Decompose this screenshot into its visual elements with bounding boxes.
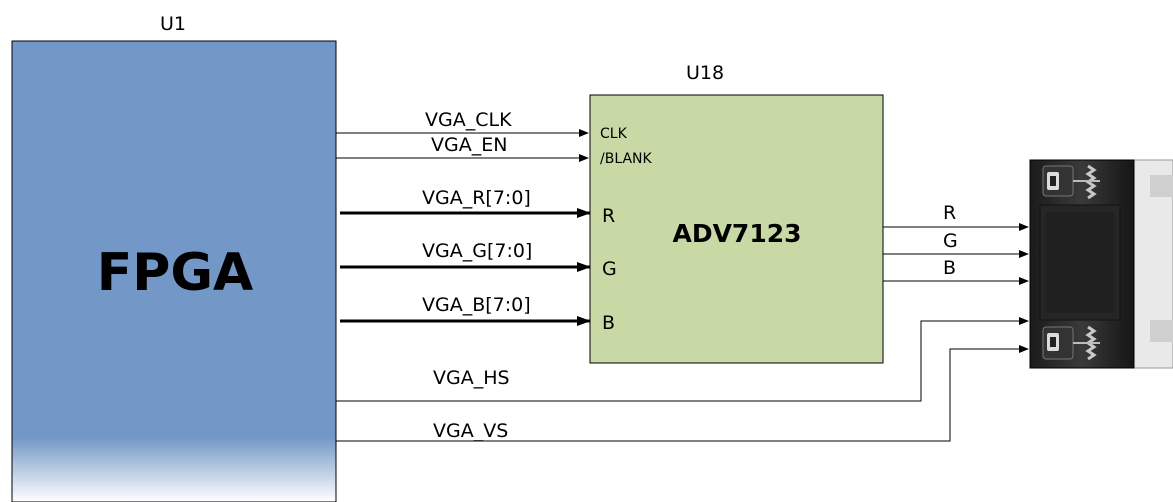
- output-r-label: R: [943, 202, 956, 224]
- signal-r-label: VGA_R[7:0]: [422, 187, 531, 209]
- output-g-label: G: [943, 230, 958, 252]
- output-b-label: B: [943, 257, 956, 279]
- bottom-screw-icon: [1043, 327, 1100, 359]
- dac-ref-label: U18: [686, 62, 724, 84]
- dac-name: ADV7123: [672, 219, 801, 248]
- output-r: R: [883, 202, 1028, 227]
- signal-r: VGA_R[7:0]: [340, 187, 590, 213]
- signal-en: VGA_EN: [336, 134, 588, 158]
- signal-b: VGA_B[7:0]: [340, 294, 590, 321]
- signal-g-label: VGA_G[7:0]: [422, 240, 532, 262]
- signal-clk: VGA_CLK: [336, 109, 588, 133]
- fpga-ref-label: U1: [160, 13, 186, 35]
- signal-g: VGA_G[7:0]: [340, 240, 590, 267]
- dac-pin-g: G: [602, 258, 617, 280]
- fpga-name: FPGA: [97, 243, 254, 303]
- output-b: B: [883, 257, 1028, 281]
- dac-block: U18 ADV7123 CLK /BLANK R G B: [590, 62, 883, 363]
- dac-pin-r: R: [602, 205, 615, 227]
- dac-pin-clk: CLK: [600, 126, 628, 142]
- vga-connector: [1030, 160, 1173, 368]
- dac-pin-b: B: [602, 312, 615, 334]
- signal-en-label: VGA_EN: [431, 134, 507, 156]
- top-screw-icon: [1043, 166, 1100, 198]
- output-g: G: [883, 230, 1028, 254]
- signal-hs-label: VGA_HS: [433, 367, 510, 389]
- signal-vs-label: VGA_VS: [433, 420, 508, 442]
- signal-clk-label: VGA_CLK: [425, 109, 512, 131]
- fpga-block: U1 FPGA: [12, 13, 336, 502]
- dac-pin-blank: /BLANK: [600, 151, 652, 167]
- signal-b-label: VGA_B[7:0]: [422, 294, 531, 316]
